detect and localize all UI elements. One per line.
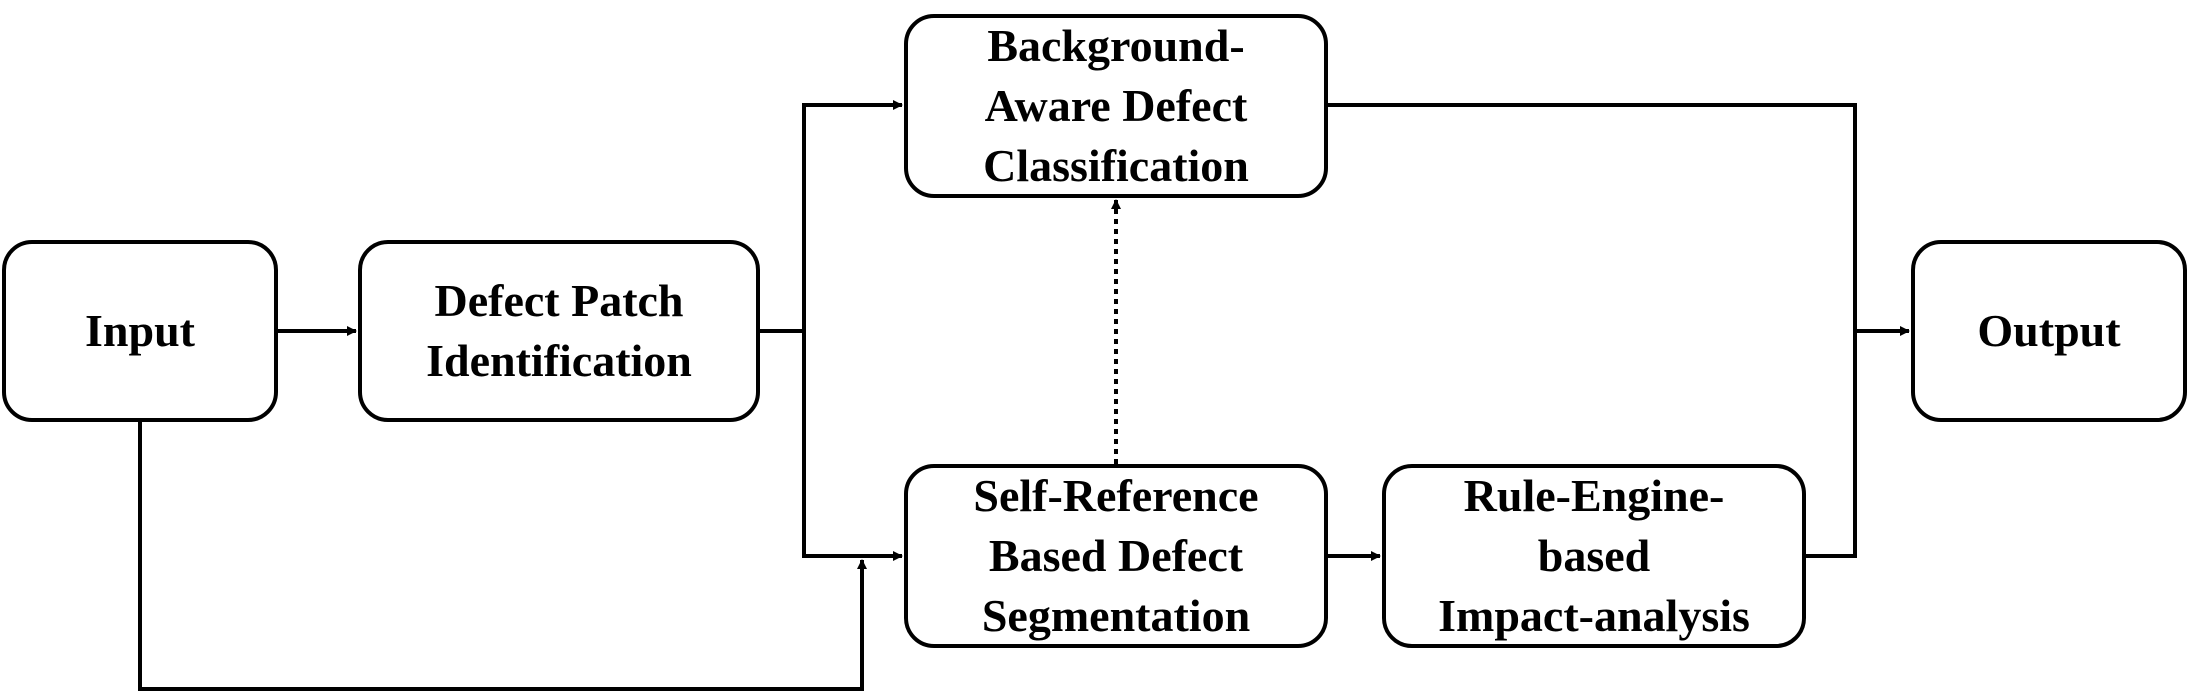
node-self-reference-based-defect-segmentation-label: Self-Reference Based Defect Segmentation: [973, 470, 1259, 641]
node-defect-patch-identification: Defect Patch Identification: [358, 240, 760, 422]
node-output-label: Output: [1977, 305, 2121, 356]
edge-defect-patch-to-self-reference: [802, 331, 903, 561]
node-defect-patch-identification-label: Defect Patch Identification: [426, 275, 692, 386]
node-background-aware-defect-classification-label: Background- Aware Defect Classification: [983, 20, 1249, 191]
node-input: Input: [2, 240, 278, 422]
edge-defect-patch-to-background-aware: [758, 100, 903, 333]
node-input-label: Input: [85, 305, 195, 356]
node-background-aware-defect-classification: Background- Aware Defect Classification: [904, 14, 1328, 198]
edge-background-aware-to-output: [1328, 103, 1910, 336]
node-rule-engine-based-impact-analysis: Rule-Engine- based Impact-analysis: [1382, 464, 1806, 648]
node-self-reference-based-defect-segmentation: Self-Reference Based Defect Segmentation: [904, 464, 1328, 648]
edge-rule-engine-to-output: [1806, 331, 1857, 558]
node-output: Output: [1911, 240, 2187, 422]
node-rule-engine-based-impact-analysis-label: Rule-Engine- based Impact-analysis: [1438, 470, 1750, 641]
edge-input-to-self-reference: [138, 422, 867, 691]
